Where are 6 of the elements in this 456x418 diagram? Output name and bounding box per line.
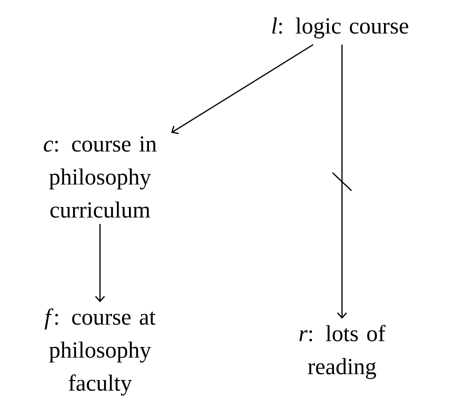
arrow xyxy=(95,224,105,302)
node-label: l: logic course xyxy=(272,18,408,38)
node-label: r: lots of reading xyxy=(299,324,386,380)
arrow xyxy=(171,44,314,134)
node-label: f: course at philosophy faculty xyxy=(44,308,156,396)
node-label: c: course in philosophy curriculum xyxy=(44,136,156,218)
